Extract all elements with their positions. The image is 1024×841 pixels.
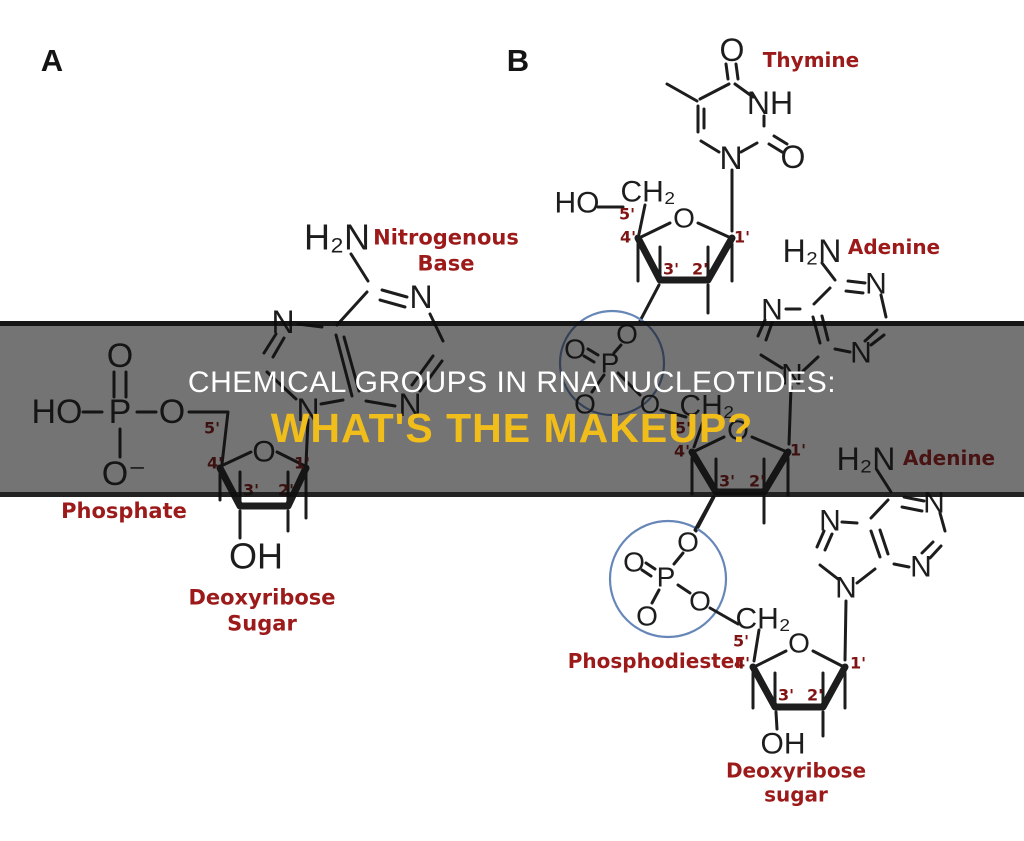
atom-label: O [677,527,699,558]
atom-label: O [673,203,695,234]
atom-label: O [636,601,658,632]
atom-label: N [409,279,432,315]
carbon-prime-label: 3' [778,686,794,705]
thymine-label: Thymine [762,47,860,72]
carbon-prime-label: 4' [734,654,750,673]
atom-label: O [781,139,806,175]
atom-label: N [761,294,783,327]
sugar-3-bonds [749,599,849,738]
atom-label: CH₂ [736,603,791,636]
atom-label: N [719,140,742,176]
atom-label: N [819,505,841,538]
title-banner: CHEMICAL GROUPS IN RNA NUCLEOTIDES: WHAT… [0,321,1024,497]
carbon-prime-label: 1' [850,654,866,673]
carbon-prime-label: 3' [663,260,679,279]
panel-a-letter: A [40,43,64,78]
carbon-prime-label: 5' [733,632,749,651]
adenine-1-label: Adenine [847,234,941,259]
atom-label: O [689,586,711,617]
atom-label: NH [747,85,793,121]
thymine-bonds [665,62,789,233]
phosphodiester-circle-2 [608,519,728,639]
carbon-prime-label: 5' [619,205,635,224]
atom-label: O [623,547,645,578]
atom-label: O [720,32,745,68]
banner-title-line2: WHAT'S THE MAKEUP? [270,405,754,451]
atom-label: CH₂ [621,176,676,209]
carbon-prime-label: 2' [692,260,708,279]
panel-b-letter: B [506,43,530,78]
atom-label: H₂N [783,233,842,269]
atom-label: N [835,572,857,605]
atom-label: N [910,551,932,584]
atom-label: OH [229,536,283,577]
carbon-prime-label: 2' [807,686,823,705]
deoxyribose-sugar-b-label: Deoxyribose sugar [725,758,867,807]
sugar-1-bonds [596,203,736,323]
carbon-prime-label: 1' [734,228,750,247]
atom-label: H₂N [304,217,370,258]
phosphate-label: Phosphate [61,499,187,524]
carbon-prime-label: 4' [620,228,636,247]
phosphodiester-label: Phosphodiester [567,648,745,673]
atom-label: P [657,562,676,593]
atom-label: N [865,268,887,301]
deoxyribose-sugar-a-label: Deoxyribose Sugar [188,585,336,635]
atom-label: OH [761,728,806,761]
nitrogenous-base-label: Nitrogenous Base [373,225,519,275]
atom-label: HO [555,187,600,220]
phosphodiester-2-bonds [608,495,740,639]
atom-label: O [788,628,810,659]
banner-title-line1: CHEMICAL GROUPS IN RNA NUCLEOTIDES: [187,366,837,399]
